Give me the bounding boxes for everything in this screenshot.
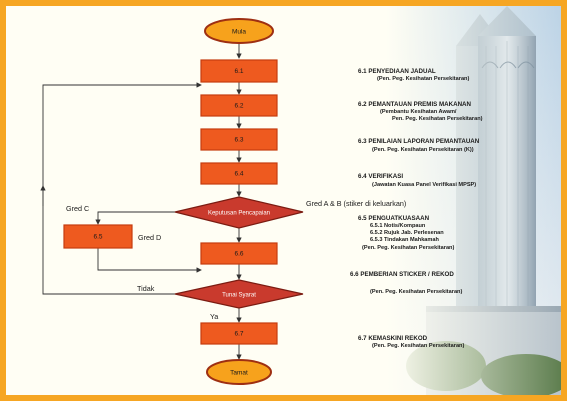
step-6-4-box: 6.4 (200, 162, 278, 185)
slide-panel: Mula 6.1 6.2 6.3 6.4 Keputusan Penca (6, 6, 561, 395)
svg-text:6.5.2 Rujuk Jab. Perlesenan: 6.5.2 Rujuk Jab. Perlesenan (370, 230, 444, 236)
svg-text:(Pen. Peg. Kesihatan Persekita: (Pen. Peg. Kesihatan Persekitaran) (372, 343, 464, 349)
description-6-6: 6.6 PEMBERIAN STICKER / REKOD (Pen. Peg.… (350, 271, 462, 295)
building-photo (386, 6, 561, 395)
description-6-2: 6.2 PEMANTAUAN PREMIS MAKANAN (Pembantu … (358, 101, 483, 122)
description-6-4: 6.4 VERIFIKASI (Jawatan Kuasa Panel Veri… (358, 173, 476, 188)
decision-2-label: Tunai Syarat (222, 293, 256, 299)
end-label: Tamat (230, 370, 248, 377)
step-6-6-box: 6.6 (200, 242, 278, 265)
svg-text:6.7 KEMASKINI REKOD: 6.7 KEMASKINI REKOD (358, 335, 428, 342)
description-6-7: 6.7 KEMASKINI REKOD (Pen. Peg. Kesihatan… (358, 335, 464, 349)
svg-text:(Pembantu Kesihatan Awam/: (Pembantu Kesihatan Awam/ (380, 109, 457, 115)
svg-text:6.2 PEMANTAUAN PREMIS MAKA: 6.2 PEMANTAUAN PREMIS MAKANAN (358, 101, 472, 108)
svg-text:(Pen. Peg. Kesihatan Persekita: (Pen. Peg. Kesihatan Persekitaran) (362, 245, 454, 251)
description-6-1: 6.1 PENYEDIAAN JADUAL (Pen. Peg. Kesihat… (358, 68, 469, 82)
description-6-3: 6.3 PENILAIAN LAPORAN PEMANTAUAN (Pen. P… (358, 138, 480, 153)
start-terminal (204, 18, 274, 44)
step-6-1-box: 6.1 (200, 59, 278, 83)
decision-1-label: Keputusan Pencapaian (208, 211, 270, 217)
step-6-4-label: 6.4 (234, 171, 243, 178)
step-6-5-box: 6.5 (63, 224, 133, 249)
svg-text:(Pen. Peg. Kesihatan Persekita: (Pen. Peg. Kesihatan Persekitaran (K)) (372, 147, 474, 153)
step-6-6-label: 6.6 (234, 251, 243, 258)
edge-tidak: Tidak (137, 284, 155, 293)
step-6-3-box: 6.3 (200, 128, 278, 151)
flow-connectors (40, 43, 242, 360)
svg-text:6.4 VERIFIKASI: 6.4 VERIFIKASI (358, 173, 403, 180)
step-6-3-label: 6.3 (234, 137, 243, 144)
step-6-1-label: 6.1 (234, 68, 243, 75)
step-6-2-label: 6.2 (234, 103, 243, 110)
svg-text:6.5 PENGUATKUASAAN: 6.5 PENGUATKUASAAN (358, 215, 430, 222)
svg-text:6.3 PENILAIAN LAPORAN PEMAN: 6.3 PENILAIAN LAPORAN PEMANTAUAN (358, 138, 480, 145)
svg-text:(Jawatan Kuasa Panel Verifikas: (Jawatan Kuasa Panel Verifikasi MPSP) (372, 182, 476, 188)
svg-text:6.6 PEMBERIAN STICKER / REK: 6.6 PEMBERIAN STICKER / REKOD (350, 271, 454, 278)
svg-text:(Pen. Peg. Kesihatan Persekita: (Pen. Peg. Kesihatan Persekitaran) (377, 76, 469, 82)
svg-text:6.5.3 Tindakan Mahkamah: 6.5.3 Tindakan Mahkamah (370, 237, 439, 243)
step-6-2-box: 6.2 (200, 94, 278, 117)
end-terminal (206, 359, 272, 385)
step-6-5-label: 6.5 (93, 234, 102, 241)
step-6-7-label: 6.7 (234, 331, 243, 338)
flowchart: Mula 6.1 6.2 6.3 6.4 Keputusan Penca (40, 18, 483, 385)
svg-text:6.5.1 Notis/Kompaun: 6.5.1 Notis/Kompaun (370, 223, 426, 229)
decision-keputusan-pencapaian: Keputusan Pencapaian (174, 196, 304, 229)
svg-text:Pen. Peg. Kesihatan Persekitar: Pen. Peg. Kesihatan Persekitaran) (392, 116, 483, 122)
start-label: Mula (232, 29, 246, 36)
svg-text:6.1 PENYEDIAAN JADUAL: 6.1 PENYEDIAAN JADUAL (358, 68, 436, 75)
svg-text:(Pen. Peg. Kesihatan Persekita: (Pen. Peg. Kesihatan Persekitaran) (370, 289, 462, 295)
edge-gred-d: Gred D (138, 233, 161, 242)
decision-tunai-syarat: Tunai Syarat (174, 279, 304, 309)
step-6-7-box: 6.7 (200, 322, 278, 345)
edge-gred-c: Gred C (66, 204, 89, 213)
edge-gred-ab: Gred A & B (stiker di keluarkan) (306, 199, 406, 208)
edge-ya: Ya (210, 312, 218, 321)
description-6-5: 6.5 PENGUATKUASAAN 6.5.1 Notis/Kompaun 6… (358, 215, 454, 251)
